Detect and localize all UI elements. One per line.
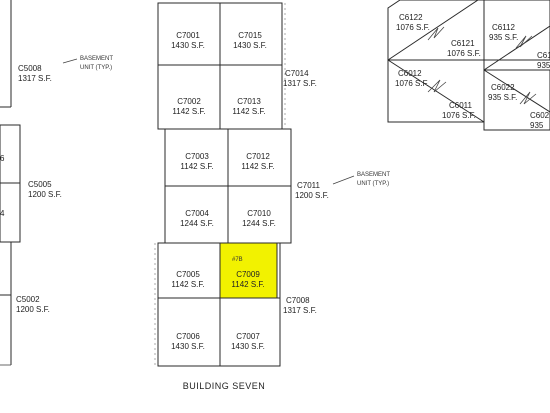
- building-seven: [157, 2, 292, 367]
- unit-area-c7014: 1317 S.F.: [283, 79, 317, 88]
- unit-id-c7005: C7005: [176, 270, 200, 279]
- unit-id-c7001: C7001: [176, 31, 200, 40]
- unit-area-c7003: 1142 S.F.: [180, 162, 213, 171]
- unit-area-c6012: 1076 S.F.: [395, 79, 429, 88]
- unit-id-c7003: C7003: [185, 152, 209, 161]
- unit-id-c602: C602: [530, 111, 550, 120]
- unit-id-c7013: C7013: [237, 97, 261, 106]
- callout-basement-line2: UNIT (TYP.): [357, 181, 389, 187]
- unit-id-c5002: C5002: [16, 295, 40, 304]
- unit-area-c7002: 1142 S.F.: [172, 107, 205, 116]
- unit-area-c6112: 935 S.F.: [489, 33, 518, 42]
- fragment-label: 6: [0, 154, 5, 163]
- unit-area-c7015: 1430 S.F.: [233, 41, 267, 50]
- unit-id-c7012: C7012: [246, 152, 270, 161]
- unit-area-c7006: 1430 S.F.: [171, 342, 205, 351]
- callout-basement-line1: BASEMENT: [80, 56, 113, 62]
- building-label: BUILDING SEVEN: [183, 381, 266, 391]
- unit-id-c7014: C7014: [285, 69, 309, 78]
- unit-id-c6122: C6122: [399, 13, 423, 22]
- unit-area-c6121: 1076 S.F.: [447, 49, 481, 58]
- unit-id-c6112: C6112: [492, 23, 516, 32]
- fragment-label: 4: [0, 209, 5, 218]
- unit-id-c611: C611: [537, 51, 550, 60]
- unit-id-c6022: C6022: [491, 83, 515, 92]
- unit-area-c7007: 1430 S.F.: [231, 342, 265, 351]
- unit-area-c7005: 1142 S.F.: [171, 280, 204, 289]
- unit-id-c7011: C7011: [297, 181, 321, 190]
- unit-area-c602: 935: [530, 121, 544, 130]
- unit-id-c5008: C5008: [18, 64, 42, 73]
- callout-leader: [332, 175, 355, 185]
- unit-id-c7007: C7007: [236, 332, 260, 341]
- callout-basement-line2: UNIT (TYP.): [80, 65, 112, 71]
- highlighted-unit-c7009[interactable]: [219, 242, 278, 299]
- unit-id-c6121: C6121: [451, 39, 475, 48]
- unit-area-c6022: 935 S.F.: [488, 93, 517, 102]
- unit-id-c7006: C7006: [176, 332, 200, 341]
- unit-area-c5008: 1317 S.F.: [18, 74, 52, 83]
- unit-id-c7010: C7010: [247, 209, 271, 218]
- unit-area-c6122: 1076 S.F.: [396, 23, 430, 32]
- unit-area-c611: 935: [537, 61, 550, 70]
- right-building: [387, 0, 550, 131]
- unit-area-c7008: 1317 S.F.: [283, 306, 317, 315]
- unit-area-c7001: 1430 S.F.: [171, 41, 205, 50]
- unit-id-c6012: C6012: [398, 69, 422, 78]
- unit-id-c5005: C5005: [28, 180, 52, 189]
- unit-id-c7004: C7004: [185, 209, 209, 218]
- unit-id-c6011: C6011: [449, 101, 473, 110]
- unit-area-c5005: 1200 S.F.: [28, 190, 62, 199]
- unit-area-c5002: 1200 S.F.: [16, 305, 50, 314]
- left-building: [0, 0, 21, 366]
- unit-marker-c7009: #7B: [232, 257, 243, 263]
- unit-area-c6011: 1076 S.F.: [442, 111, 476, 120]
- callout-basement-line1: BASEMENT: [357, 172, 390, 178]
- unit-id-c7009: C7009: [236, 270, 260, 279]
- unit-id-c7008: C7008: [286, 296, 310, 305]
- unit-id-c7002: C7002: [177, 97, 201, 106]
- unit-area-c7010: 1244 S.F.: [242, 219, 276, 228]
- unit-id-c7015: C7015: [238, 31, 262, 40]
- unit-area-c7009: 1142 S.F.: [231, 280, 264, 289]
- unit-area-c7013: 1142 S.F.: [232, 107, 265, 116]
- unit-area-c7004: 1244 S.F.: [180, 219, 214, 228]
- unit-area-c7012: 1142 S.F.: [241, 162, 274, 171]
- unit-area-c7011: 1200 S.F.: [295, 191, 329, 200]
- callout-leader: [62, 58, 78, 64]
